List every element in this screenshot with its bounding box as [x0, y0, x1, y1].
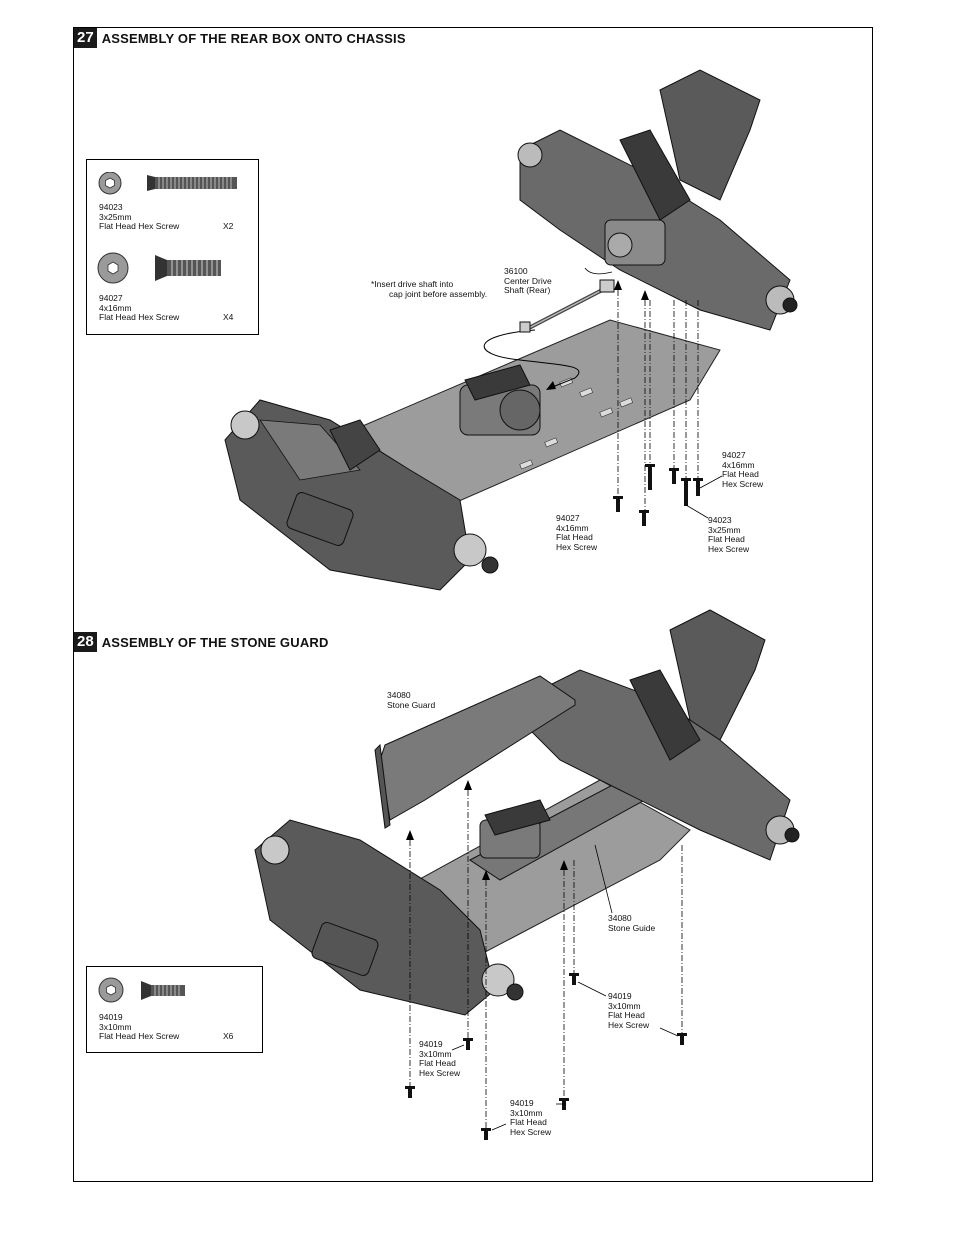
stone-guard-callout: 34080 Stone Guard	[387, 690, 436, 710]
parts-box: 94023 3x25mm Flat Head Hex Screw X2 9402…	[86, 159, 259, 335]
step-number: 28	[74, 632, 97, 652]
step-title: ASSEMBLY OF THE STONE GUARD	[101, 634, 329, 650]
screw-3x25-icon	[98, 172, 237, 195]
part-quantity: X6	[223, 1031, 234, 1041]
rear-box-assembly-diagram	[224, 69, 798, 591]
stone-guard-assembly-diagram	[254, 609, 800, 1140]
step-title: ASSEMBLY OF THE REAR BOX ONTO CHASSIS	[101, 30, 406, 46]
screw-3x10-icon	[98, 977, 185, 1003]
screw-4x16-icon	[97, 252, 221, 284]
screw-callout: 94019 3x10mm Flat Head Hex Screw	[510, 1098, 552, 1137]
part-quantity: X4	[223, 312, 234, 322]
drive-shaft-callout: 36100 Center Drive Shaft (Rear)	[504, 266, 552, 295]
part-label: 94027 4x16mm Flat Head Hex Screw	[99, 293, 180, 322]
screw-callout: 94027 4x16mm Flat Head Hex Screw	[722, 450, 764, 489]
part-label: 94023 3x25mm Flat Head Hex Screw	[99, 202, 180, 231]
step-27-header: 27 ASSEMBLY OF THE REAR BOX ONTO CHASSIS	[74, 28, 406, 48]
screw-callout: 94023 3x25mm Flat Head Hex Screw	[708, 515, 750, 554]
screw-callout: 94019 3x10mm Flat Head Hex Screw	[608, 991, 650, 1030]
parts-box: 94019 3x10mm Flat Head Hex Screw X6	[86, 966, 263, 1053]
assembly-note: *Insert drive shaft into cap joint befor…	[371, 279, 488, 299]
part-quantity: X2	[223, 221, 234, 231]
stone-guide-callout: 34080 Stone Guide	[608, 913, 656, 933]
page-frame	[73, 27, 873, 1182]
screw-callout: 94027 4x16mm Flat Head Hex Screw	[556, 513, 598, 552]
step-number: 27	[74, 28, 97, 48]
step-28-header: 28 ASSEMBLY OF THE STONE GUARD	[74, 632, 329, 652]
screw-callout: 94019 3x10mm Flat Head Hex Screw	[419, 1039, 461, 1078]
part-label: 94019 3x10mm Flat Head Hex Screw	[99, 1012, 180, 1041]
